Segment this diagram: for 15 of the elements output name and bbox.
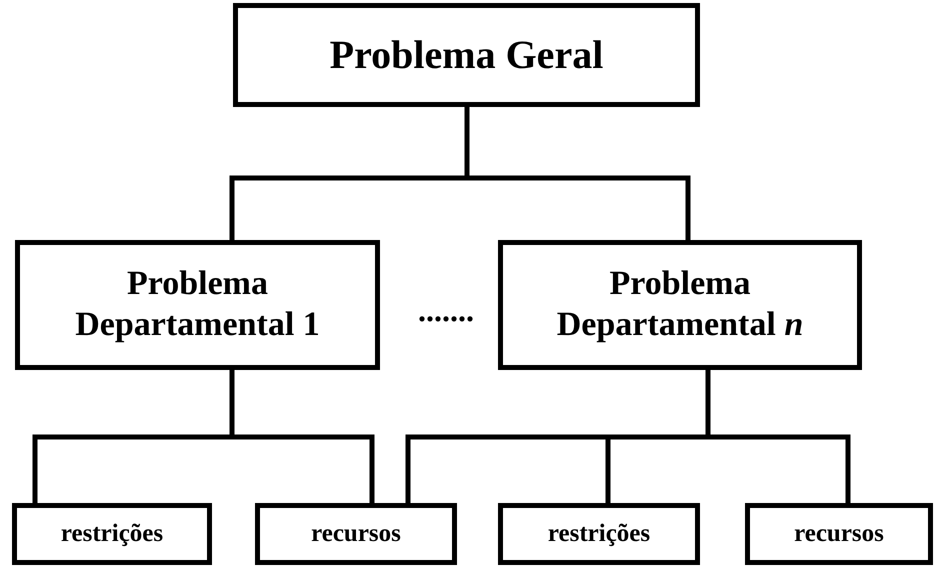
box-label: recursos — [311, 519, 401, 549]
hierarchy-box — [15, 240, 380, 370]
box-label: restrições — [60, 519, 164, 549]
hierarchy-box — [498, 503, 700, 565]
hierarchy-box — [233, 3, 700, 107]
hierarchy-box — [12, 503, 212, 565]
box-label: recursos — [794, 519, 884, 549]
hierarchy-box — [255, 503, 457, 565]
ellipsis-label: ....... — [418, 292, 474, 329]
box-label: Problema Geral — [330, 31, 604, 79]
box-label: restrições — [548, 519, 650, 549]
hierarchy-box — [745, 503, 933, 565]
box-label: Problema Departamental 1 — [74, 264, 321, 345]
box-label: Problema Departamental n — [556, 264, 804, 345]
hierarchy-box — [498, 240, 862, 370]
